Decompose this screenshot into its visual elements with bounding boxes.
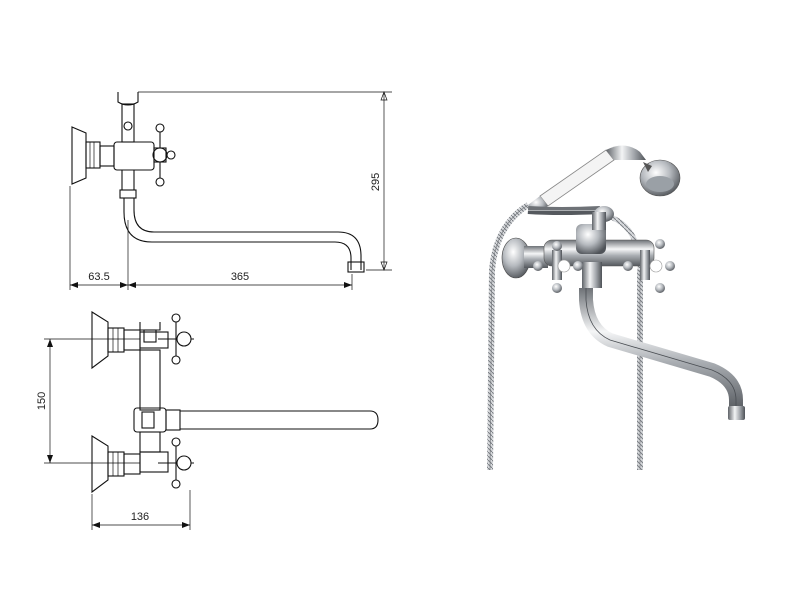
side-view-drawing	[69, 91, 392, 290]
side-cross-handle	[152, 123, 176, 187]
right-cross-handle	[623, 239, 675, 293]
front-view-drawing	[44, 311, 379, 530]
dim-spout-length: 365	[231, 271, 249, 283]
long-spout	[579, 288, 743, 412]
dim-total-height: 295	[370, 173, 382, 191]
shower-handset	[528, 145, 681, 214]
dim-inlet-spacing: 150	[36, 392, 48, 410]
product-photo	[487, 145, 745, 471]
dim-depth: 136	[131, 511, 149, 523]
dim-wall-offset: 63.5	[88, 271, 109, 283]
left-cross-handle	[533, 241, 583, 293]
